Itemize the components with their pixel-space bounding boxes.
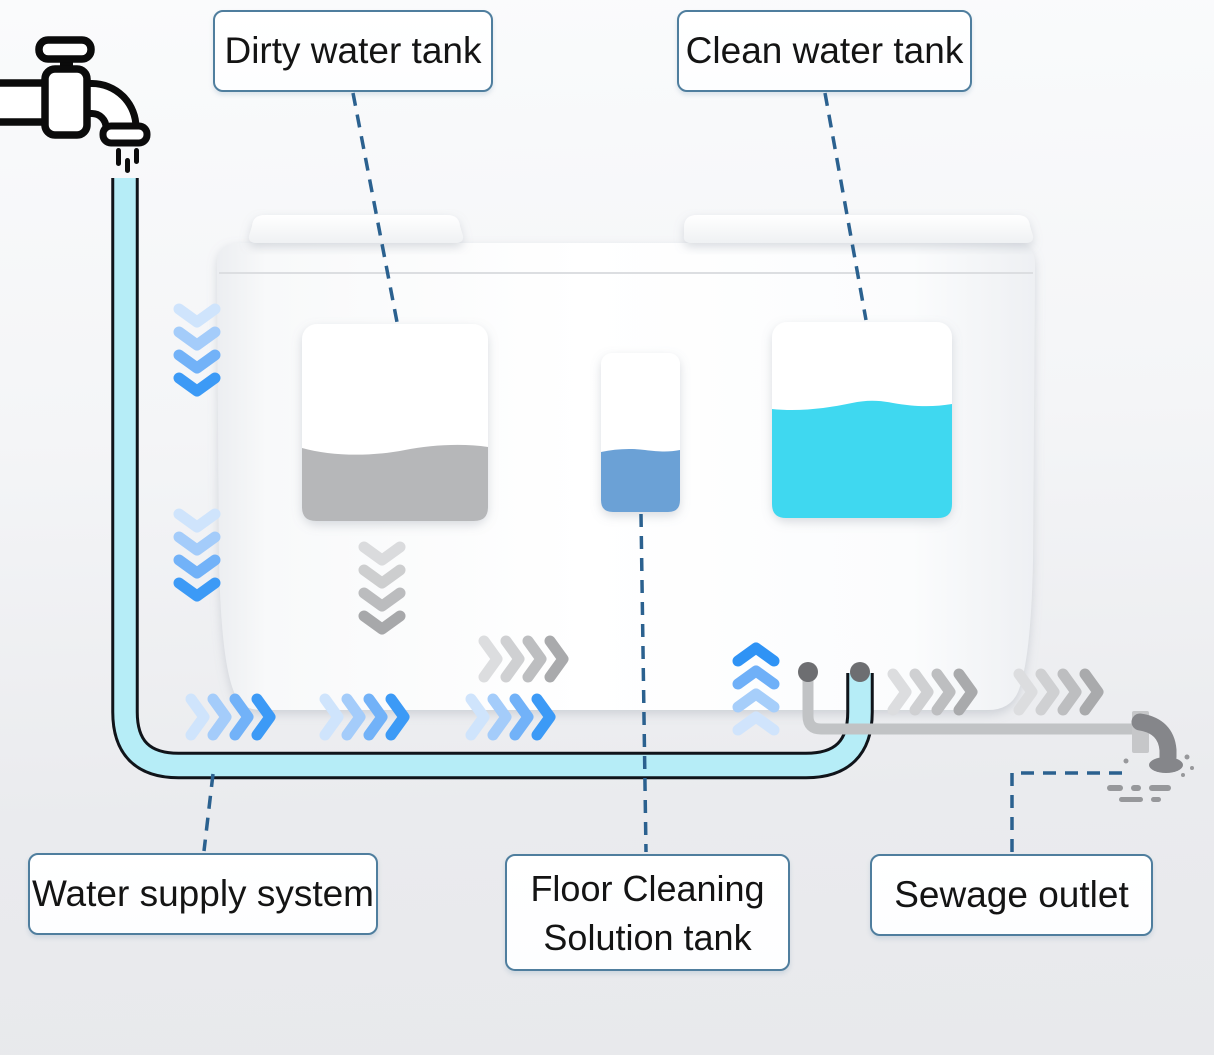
chevron-right-arrow	[185, 693, 210, 741]
label-sewage-outlet: Sewage outlet	[870, 854, 1153, 936]
chevron-down-arrow	[173, 508, 221, 533]
connector-dirty-tank	[351, 92, 399, 323]
chevron-right-arrow	[385, 693, 410, 741]
chevron-down-arrow	[173, 349, 221, 374]
chevron-down-arrow	[173, 303, 221, 328]
sewage-spout-foot	[1149, 757, 1183, 773]
chevron-right-arrow	[953, 668, 978, 716]
chevron-down-arrow	[358, 610, 406, 635]
chevron-right-arrow	[1035, 668, 1060, 716]
label-water-supply-system: Water supply system	[28, 853, 378, 935]
chevron-right-arrow	[465, 693, 490, 741]
chevron-right-arrow	[1057, 668, 1082, 716]
chevron-right-arrow	[478, 635, 503, 683]
faucet-handle	[35, 36, 95, 63]
drain-pipe	[802, 668, 1146, 735]
chevron-up-arrow	[732, 642, 780, 667]
connector-clean-tank	[823, 92, 868, 321]
chevron-down-arrow	[173, 554, 221, 579]
connector-solution-tank	[639, 513, 648, 853]
chevron-right-arrow	[522, 635, 547, 683]
label-floor-line1: Floor Cleaning	[530, 867, 765, 909]
supply-pipe	[111, 178, 874, 780]
chevron-up-arrow	[732, 665, 780, 690]
faucet-nozzle	[99, 122, 151, 147]
chevron-up-arrow	[732, 711, 780, 736]
chevron-right-arrow	[931, 668, 956, 716]
chevron-right-arrow	[531, 693, 556, 741]
lid-right	[683, 215, 1034, 243]
label-dirty-water-tank: Dirty water tank	[213, 10, 493, 92]
chevron-right-arrow	[207, 693, 232, 741]
connector-sewage-outlet	[1010, 771, 1127, 852]
supply-pipe-fill	[114, 178, 871, 777]
solution-tank-water	[601, 448, 680, 512]
chevron-right-arrow	[500, 635, 525, 683]
chevron-right-arrow	[251, 693, 276, 741]
sewage-spray	[1107, 754, 1194, 802]
faucet-supply-pipe	[0, 79, 52, 126]
chevron-up-arrow	[732, 688, 780, 713]
connector-water-supply	[202, 773, 215, 852]
chevron-right-arrow	[487, 693, 512, 741]
chevron-right-arrow	[1013, 668, 1038, 716]
chevron-right-arrow	[544, 635, 569, 683]
chevron-down-arrow	[173, 372, 221, 397]
clean-tank-water	[772, 400, 952, 518]
chevron-right-arrow	[909, 668, 934, 716]
pipe-connector-right	[850, 662, 870, 682]
chevron-right-arrow	[319, 693, 344, 741]
faucet-drips	[116, 148, 139, 173]
dirty-tank-water	[302, 444, 488, 521]
chevron-down-arrow	[358, 587, 406, 612]
chevron-right-arrow	[229, 693, 254, 741]
chevron-flow-arrows	[173, 303, 1104, 741]
chevron-down-arrow	[173, 577, 221, 602]
chevron-down-arrow	[173, 531, 221, 556]
chevron-right-arrow	[887, 668, 912, 716]
chevron-right-arrow	[1079, 668, 1104, 716]
label-clean-water-tank: Clean water tank	[677, 10, 972, 92]
chevron-down-arrow	[358, 564, 406, 589]
pipe-connector-left	[798, 662, 818, 682]
lid-left	[248, 215, 464, 243]
sewage-spout	[1131, 713, 1177, 766]
label-floor-line2: Solution tank	[543, 916, 752, 958]
faucet-body	[41, 65, 91, 139]
chevron-down-arrow	[173, 326, 221, 351]
chevron-right-arrow	[341, 693, 366, 741]
label-floor-cleaning-solution-tank: Floor Cleaning Solution tank	[505, 854, 790, 971]
faucet-icon	[0, 36, 151, 173]
chevron-right-arrow	[363, 693, 388, 741]
chevron-down-arrow	[358, 541, 406, 566]
sewage-drain-icon	[1107, 711, 1194, 802]
chevron-right-arrow	[509, 693, 534, 741]
